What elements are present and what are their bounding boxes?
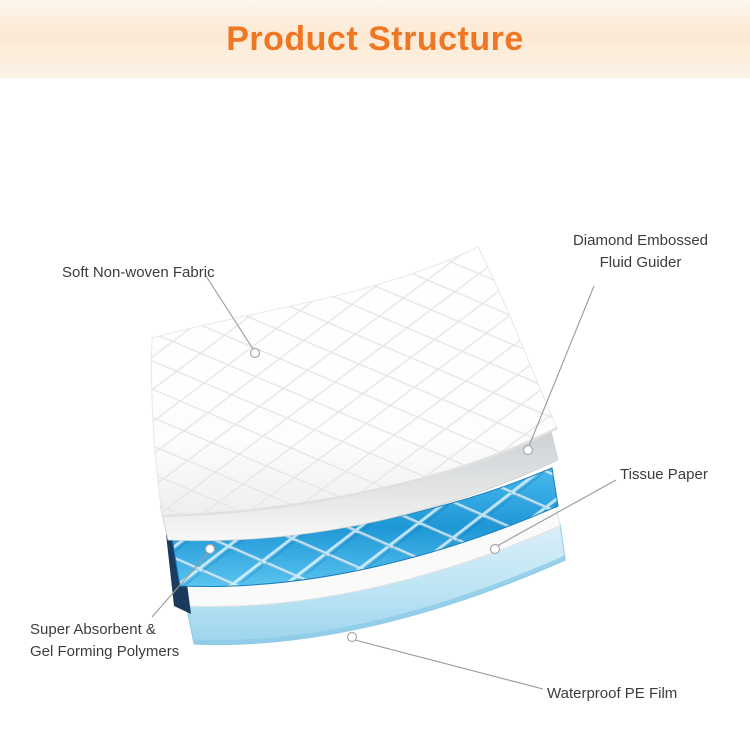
label-super-absorbent-line2: Gel Forming Polymers xyxy=(30,643,180,660)
label-tissue-paper: Tissue Paper xyxy=(620,466,708,483)
label-fluid-guider: Diamond Embossed Fluid Guider xyxy=(568,230,713,274)
leader-line-absorbent xyxy=(151,551,210,618)
label-fluid-guider-line1: Diamond Embossed xyxy=(572,232,709,249)
label-soft-nonwoven-fabric: Soft Non-woven Fabric xyxy=(62,264,215,281)
leader-lines xyxy=(151,275,617,690)
anchor-dot-tissue-paper xyxy=(489,543,501,555)
label-super-absorbent-line1: Super Absorbent & xyxy=(30,621,156,638)
leader-line-pe-film xyxy=(354,639,544,690)
anchor-dot-absorbent xyxy=(204,543,216,555)
page-title: Product Structure xyxy=(226,19,524,58)
anchor-dot-pe-film xyxy=(346,631,358,643)
leader-line-fluid-guider xyxy=(528,285,595,447)
soft-nonwoven-layer xyxy=(151,246,558,518)
label-super-absorbent: Super Absorbent & Gel Forming Polymers xyxy=(30,619,179,663)
leader-line-soft-nonwoven xyxy=(205,275,254,350)
anchor-dot-fluid-guider xyxy=(522,444,534,456)
anchor-dots xyxy=(204,347,534,643)
anchor-dot-soft-nonwoven xyxy=(249,347,261,359)
label-waterproof-pe-film: Waterproof PE Film xyxy=(547,685,678,702)
leader-line-tissue-paper xyxy=(496,479,617,547)
label-fluid-guider-line2: Fluid Guider xyxy=(599,254,682,271)
header-banner: Product Structure xyxy=(0,0,750,78)
